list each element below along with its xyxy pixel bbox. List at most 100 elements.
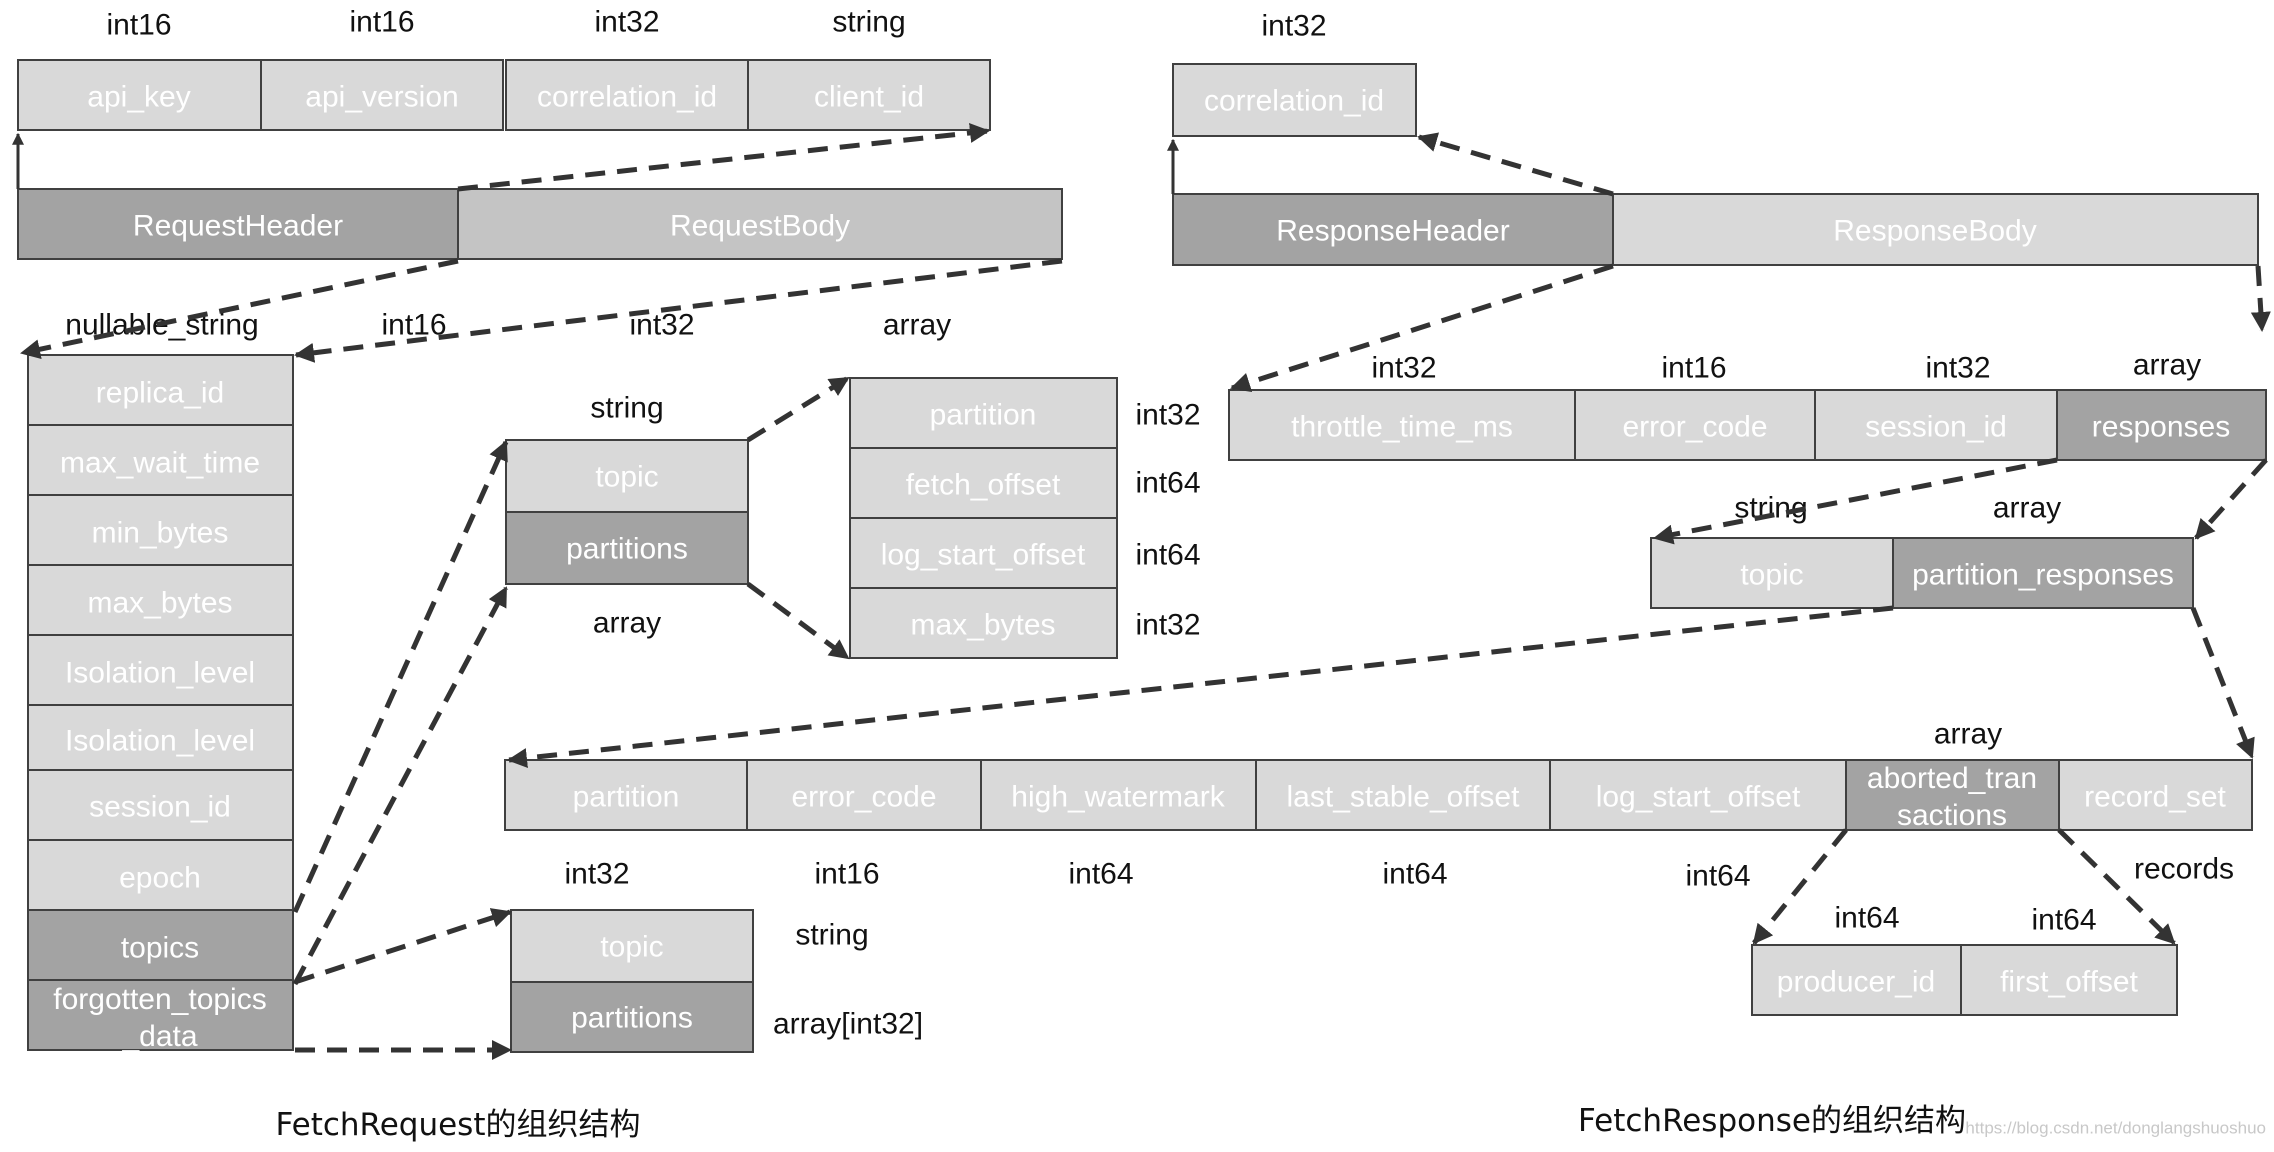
forgotten-to-topic-arrow <box>294 908 512 985</box>
forgotten-topics-data-label: forgotten_topics_data <box>53 983 266 1053</box>
partitions-to-maxbytes-arrow <box>746 581 850 661</box>
correlation-id-type: int32 <box>594 6 659 39</box>
request-body-box <box>457 188 1063 260</box>
request-body-fields: replica_id max_wait_time min_bytes max_b… <box>27 354 294 1053</box>
resp-error-code-box <box>1574 389 1816 461</box>
resp-topic-box <box>1650 537 1894 609</box>
req-body-to-replica-arrow <box>20 258 459 360</box>
resp-error-code-label: error_code <box>1622 411 1767 444</box>
high-watermark-box <box>980 759 1257 831</box>
record-set-box <box>2058 759 2253 831</box>
req-partition-box <box>849 377 1118 449</box>
resp-topic-label: topic <box>1740 559 1803 592</box>
isolation-level-label-1: Isolation_level <box>65 657 255 690</box>
max-wait-time-box <box>27 424 294 496</box>
forgotten-partitions-label: partitions <box>571 1002 693 1035</box>
min-bytes-label: min_bytes <box>92 517 229 550</box>
aborted-transactions-box <box>1845 759 2060 831</box>
pr-log-start-offset-label: log_start_offset <box>1596 781 1801 814</box>
response-header-label: ResponseHeader <box>1276 215 1509 248</box>
req-partitions-label: partitions <box>566 533 688 566</box>
aborted-to-producer-arrow <box>1752 828 1848 945</box>
correlation-id-label: correlation_id <box>537 81 717 114</box>
api-version-type: int16 <box>349 6 414 39</box>
watermark: https://blog.csdn.net/donglangshuoshuo <box>1965 1119 2266 1138</box>
request-header-fields: api_key api_version correlation_id clien… <box>17 59 991 131</box>
topics-label: topics <box>121 932 199 965</box>
api-key-label: api_key <box>87 81 190 114</box>
req-partition-label: partition <box>930 399 1037 432</box>
epoch-label: epoch <box>119 862 201 895</box>
forgotten-topic-label: topic <box>600 931 663 964</box>
first-offset-label: first_offset <box>2000 966 2139 999</box>
partition-responses-type: array <box>1993 492 2061 525</box>
client-id-box <box>747 59 991 131</box>
pr-partition-type: int32 <box>564 858 629 891</box>
response-caption: FetchResponse的组织结构 <box>1578 1103 1966 1139</box>
last-stable-offset-label: last_stable_offset <box>1287 781 1521 814</box>
partition-responses-box <box>1892 537 2194 609</box>
req-topic-box <box>505 439 749 513</box>
req-partitions-box <box>505 511 749 585</box>
responses-to-topic-arrow <box>1653 457 2058 545</box>
throttle-time-label: throttle_time_ms <box>1291 411 1513 444</box>
partition-responses-to-row-arrow <box>507 605 1894 768</box>
topics-to-partitions-arrow <box>292 586 509 986</box>
max-bytes-label: max_bytes <box>87 587 232 620</box>
epoch-box <box>27 839 294 911</box>
part-max-bytes-box <box>849 587 1118 659</box>
body-int16-type: int16 <box>381 309 446 342</box>
correlation-id-box <box>505 59 749 131</box>
partitions-to-partition-arrow <box>746 375 850 443</box>
forgotten-topic-box <box>510 909 754 983</box>
req-log-start-offset-type: int64 <box>1135 539 1200 572</box>
forgotten-topic-type: string <box>795 919 868 952</box>
resp-session-id-box <box>1814 389 2058 461</box>
response-body-label: ResponseBody <box>1833 215 2036 248</box>
forgotten-partitions-box <box>510 981 754 1053</box>
forgotten-partitions-type: array[int32] <box>773 1008 923 1041</box>
api-key-type: int16 <box>106 9 171 42</box>
pr-partition-box <box>504 759 748 831</box>
response-connectors <box>507 132 2271 945</box>
resp-topic-type: string <box>1734 492 1807 525</box>
req-topic-type: string <box>590 392 663 425</box>
responses-to-partition-responses-arrow <box>2194 458 2268 540</box>
part-max-bytes-label: max_bytes <box>910 609 1055 642</box>
resp-error-code-type: int16 <box>1661 352 1726 385</box>
api-version-label: api_version <box>305 81 458 114</box>
request-body-label: RequestBody <box>670 210 850 243</box>
high-watermark-type: int64 <box>1068 858 1133 891</box>
first-offset-box <box>1960 944 2178 1016</box>
request-caption: FetchRequest的组织结构 <box>276 1107 641 1143</box>
part-max-bytes-type: int32 <box>1135 609 1200 642</box>
pr-partition-label: partition <box>573 781 680 814</box>
pr-error-code-type: int16 <box>814 858 879 891</box>
fetch-offset-type: int64 <box>1135 467 1200 500</box>
resp-header-to-correlation-arrow <box>1417 132 1614 197</box>
resp-correlation-id-box <box>1172 63 1417 137</box>
max-bytes-box <box>27 564 294 636</box>
req-header-to-client-arrow <box>457 123 990 192</box>
isolation-level-label-2: Isolation_level <box>65 725 255 758</box>
client-id-type: string <box>832 6 905 39</box>
responses-box <box>2056 389 2267 461</box>
last-stable-offset-box <box>1255 759 1551 831</box>
responses-type: array <box>2133 349 2201 382</box>
pr-error-code-box <box>746 759 982 831</box>
request-connectors <box>12 123 1063 1060</box>
throttle-time-box <box>1228 389 1576 461</box>
throttle-time-type: int32 <box>1371 352 1436 385</box>
req-topic-label: topic <box>595 461 658 494</box>
resp-body-to-fields-arrow <box>1230 263 1614 393</box>
req-partitions-type: array <box>593 607 661 640</box>
resp-session-id-label: session_id <box>1865 411 2007 444</box>
req-body-to-column-arrow <box>294 258 1063 363</box>
client-id-label: client_id <box>814 81 924 114</box>
pr-log-start-offset-type: int64 <box>1685 860 1750 893</box>
response-header-box <box>1172 193 1614 266</box>
producer-id-label: producer_id <box>1777 966 1935 999</box>
resp-correlation-id-label: correlation_id <box>1204 85 1384 118</box>
partition-responses-to-recordset-arrow <box>2190 607 2255 759</box>
